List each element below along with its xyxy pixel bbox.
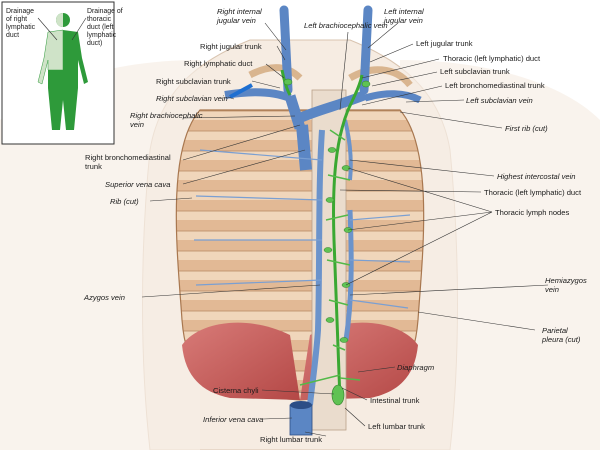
label-cisterna-chyli: Cisterna chyli: [213, 386, 259, 395]
label-right-lumbar-trunk: Right lumbar trunk: [260, 435, 322, 444]
leader-lines: [141, 22, 549, 437]
thoracic-lymph-nodes: [283, 78, 371, 343]
first-rib-left: [348, 66, 413, 88]
label-thoracic-duct-top: Thoracic (left lymphatic) duct: [443, 54, 541, 63]
label-thoracic-duct: Thoracic (left lymphatic) duct: [484, 188, 582, 197]
left-internal-jugular-vein: [359, 5, 373, 95]
shoulder-right: [400, 60, 600, 450]
label-superior-vena-cava: Superior vena cava: [105, 180, 170, 189]
inferior-vena-cava-shape: [289, 404, 313, 436]
inset-body-figure: [37, 13, 88, 130]
label-left-bronchomediastinal-trunk: Left bronchomediastinal trunk: [445, 81, 545, 90]
subclavian-marker: [229, 83, 253, 99]
label-intestinal-trunk: Intestinal trunk: [370, 396, 420, 405]
intercostal-veins: [194, 149, 411, 309]
label-right-jugular-trunk: Right jugular trunk: [200, 42, 262, 51]
right-brachiocephalic-vein-shape: [284, 94, 306, 130]
superior-vena-cava-shape: [296, 124, 312, 171]
inset-body-right-drainage: [37, 29, 64, 85]
first-rib-right: [248, 64, 303, 81]
label-right-lymphatic-duct: Right lymphatic duct: [184, 59, 253, 68]
label-thoracic-lymph-nodes: Thoracic lymph nodes: [495, 208, 569, 217]
left-subclavian-vein-shape: [363, 90, 422, 104]
inferior-vena-cava-opening: [290, 401, 312, 409]
label-right-subclavian-trunk: Right subclavian trunk: [156, 77, 231, 86]
label-azygos-vein: Azygos vein: [83, 293, 125, 302]
shoulder-left: [0, 60, 200, 450]
label-left-subclavian-trunk: Left subclavian trunk: [440, 67, 510, 76]
label-diaphragm: Diaphragm: [397, 363, 434, 372]
label-first-rib: First rib (cut): [505, 124, 548, 133]
lymph-vessel-network: [299, 129, 361, 386]
azygos-vein-shape: [307, 129, 325, 406]
label-left-brachiocephalic-vein: Left brachiocephalic vein: [304, 21, 388, 30]
label-inferior-vena-cava: Inferior vena cava: [203, 415, 263, 424]
label-left-lumbar-trunk: Left lumbar trunk: [368, 422, 425, 431]
inset-head-right: [56, 13, 63, 27]
label-rib-cut: Rib (cut): [110, 197, 139, 206]
label-left-jugular-trunk: Left jugular trunk: [416, 39, 473, 48]
thoracic-duct-shape: [332, 74, 364, 401]
diaphragm-muscle-right: [182, 322, 300, 400]
label-left-subclavian-vein: Left subclavian vein: [466, 96, 533, 105]
inset-body-left-drainage: [48, 30, 88, 130]
label-highest-intercostal-vein: Highest intercostal vein: [497, 172, 576, 181]
cisterna-chyli-shape: [331, 384, 345, 406]
left-brachiocephalic-vein-shape: [297, 90, 367, 123]
hemiazygos-vein-shape: [343, 209, 354, 341]
highest-intercostal-vein-shape: [343, 119, 353, 181]
label-right-subclavian-vein: Right subclavian vein: [156, 94, 228, 103]
